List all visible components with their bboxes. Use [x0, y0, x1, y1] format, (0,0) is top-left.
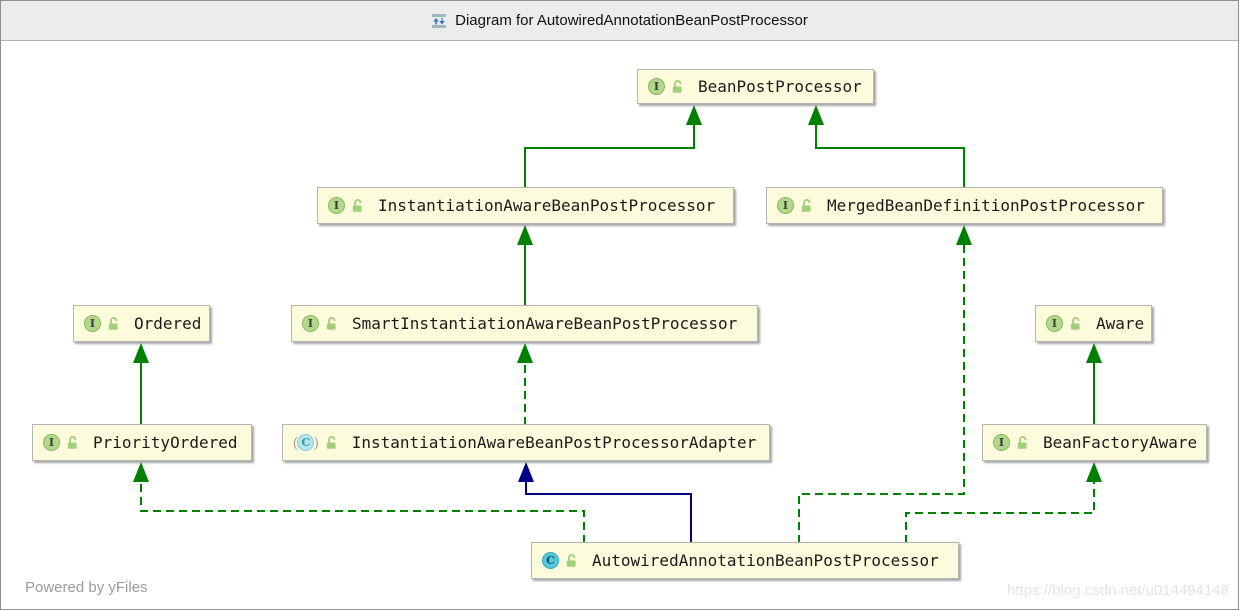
type-badge: C	[297, 434, 315, 451]
open-lock-icon	[1017, 436, 1027, 449]
type-badge: I	[84, 315, 101, 332]
edge-InstantiationAwareBeanPostProcessor-BeanPostProcessor	[524, 105, 702, 188]
node-AutowiredAnnotationBeanPostProcessor[interactable]: C AutowiredAnnotationBeanPostProcessor	[531, 542, 959, 579]
open-lock-icon	[67, 436, 77, 449]
node-BeanFactoryAware[interactable]: I BeanFactoryAware	[982, 424, 1207, 461]
node-label: BeanFactoryAware	[1043, 433, 1198, 452]
page-title: Diagram for AutowiredAnnotationBeanPostP…	[455, 12, 808, 29]
interface-icon: I	[648, 78, 665, 95]
node-label: Ordered	[134, 314, 202, 333]
node-InstantiationAwareBeanPostProcessor[interactable]: I InstantiationAwareBeanPostProcessor	[317, 187, 734, 224]
arrowhead-icon	[517, 343, 533, 363]
interface-icon: I	[777, 197, 794, 214]
node-InstantiationAwareBeanPostProcessorAdapter[interactable]: (C) InstantiationAwareBeanPostProcessorAd…	[282, 424, 770, 461]
interface-icon: I	[302, 315, 319, 332]
open-lock-icon	[108, 317, 118, 330]
type-badge: C	[542, 552, 559, 569]
edge-PriorityOrdered-Ordered	[133, 343, 149, 425]
edge-AutowiredAnnotationBeanPostProcessor-InstantiationAwareBeanPostProcessorAdapter	[518, 462, 692, 543]
type-badge: I	[648, 78, 665, 95]
arrowhead-icon	[1086, 462, 1102, 482]
type-badge: I	[777, 197, 794, 214]
arrowhead-icon	[517, 225, 533, 245]
edge-SmartInstantiationAwareBeanPostProcessor-InstantiationAwareBeanPostProcessor	[517, 225, 533, 306]
arrowhead-icon	[808, 105, 824, 125]
powered-by-yfiles-label: Powered by yFiles	[25, 579, 148, 596]
edge-BeanFactoryAware-Aware	[1086, 343, 1102, 425]
node-label: Aware	[1096, 314, 1145, 333]
arrowhead-icon	[1086, 343, 1102, 363]
abstract-paren: )	[314, 435, 319, 450]
interface-icon: I	[43, 434, 60, 451]
node-label: InstantiationAwareBeanPostProcessorAdapt…	[351, 433, 757, 452]
open-lock-icon	[566, 554, 576, 567]
edge-InstantiationAwareBeanPostProcessorAdapter-SmartInstantiationAwareBeanPostProcessor	[517, 343, 533, 425]
edge-AutowiredAnnotationBeanPostProcessor-MergedBeanDefinitionPostProcessor	[798, 225, 972, 543]
edge-MergedBeanDefinitionPostProcessor-BeanPostProcessor	[808, 105, 965, 188]
open-lock-icon	[1070, 317, 1080, 330]
interface-icon: I	[328, 197, 345, 214]
type-badge: I	[1046, 315, 1063, 332]
watermark-url: https://blog.csdn.net/u014494148	[1007, 582, 1229, 599]
node-SmartInstantiationAwareBeanPostProcessor[interactable]: I SmartInstantiationAwareBeanPostProcesso…	[291, 305, 758, 342]
node-Aware[interactable]: I Aware	[1035, 305, 1152, 342]
open-lock-icon	[326, 436, 336, 449]
arrowhead-icon	[133, 462, 149, 482]
edge-AutowiredAnnotationBeanPostProcessor-BeanFactoryAware	[905, 462, 1102, 543]
node-label: MergedBeanDefinitionPostProcessor	[827, 196, 1145, 215]
node-PriorityOrdered[interactable]: I PriorityOrdered	[32, 424, 252, 461]
diagram-header: Diagram for AutowiredAnnotationBeanPostP…	[1, 1, 1238, 41]
open-lock-icon	[801, 199, 811, 212]
node-label: BeanPostProcessor	[698, 77, 862, 96]
type-badge: I	[302, 315, 319, 332]
edge-AutowiredAnnotationBeanPostProcessor-PriorityOrdered	[133, 462, 585, 543]
abstract-paren: (	[293, 435, 298, 450]
arrowhead-icon	[133, 343, 149, 363]
abstract-class-icon: (C)	[293, 434, 319, 451]
interface-icon: I	[1046, 315, 1063, 332]
diagram-icon	[432, 13, 447, 28]
arrowhead-icon	[686, 105, 702, 125]
arrowhead-icon	[956, 225, 972, 245]
open-lock-icon	[326, 317, 336, 330]
node-BeanPostProcessor[interactable]: I BeanPostProcessor	[637, 69, 874, 104]
class-icon: C	[542, 552, 559, 569]
open-lock-icon	[352, 199, 362, 212]
open-lock-icon	[672, 80, 682, 93]
type-badge: I	[993, 434, 1010, 451]
node-label: PriorityOrdered	[93, 433, 238, 452]
type-badge: I	[328, 197, 345, 214]
node-MergedBeanDefinitionPostProcessor[interactable]: I MergedBeanDefinitionPostProcessor	[766, 187, 1163, 224]
interface-icon: I	[84, 315, 101, 332]
node-Ordered[interactable]: I Ordered	[73, 305, 210, 342]
node-label: SmartInstantiationAwareBeanPostProcessor	[352, 314, 738, 333]
node-label: AutowiredAnnotationBeanPostProcessor	[592, 551, 939, 570]
interface-icon: I	[993, 434, 1010, 451]
type-badge: I	[43, 434, 60, 451]
arrowhead-icon	[518, 462, 534, 482]
node-label: InstantiationAwareBeanPostProcessor	[378, 196, 716, 215]
